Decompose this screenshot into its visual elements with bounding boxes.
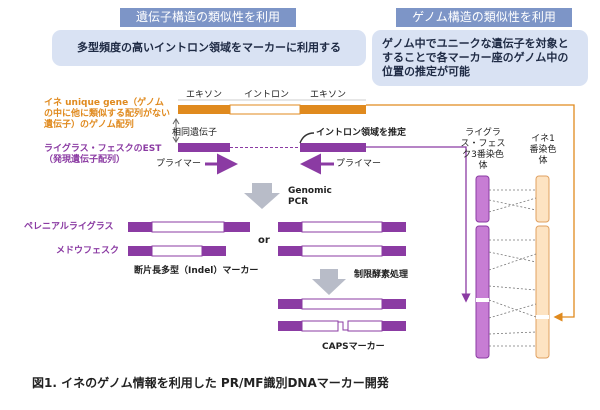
genomic-pcr-label: Genomic PCR	[288, 186, 332, 207]
rice-gene-bar	[178, 99, 366, 115]
left-info-box: 多型頻度の高いイントロン領域をマーカーに利用する	[52, 30, 366, 66]
pcr-bars	[128, 221, 406, 332]
rice-chromosome-label: イネ1番染色体	[529, 134, 557, 166]
rice-gene-label: イネ unique gene（ゲノムの中に他に類似する配列がない遺伝子）のゲノム…	[44, 98, 171, 130]
left-header: 遺伝子構造の類似性を利用	[120, 8, 296, 27]
perennial-label: ペレニアルライグラス	[24, 222, 114, 232]
primer-right-label: プライマー	[336, 159, 382, 169]
right-info-box: ゲノム中でユニークな遺伝子を対象とすることで各マーカー座のゲノム中の位置の推定が…	[372, 30, 588, 86]
rice-chromosome	[535, 175, 550, 359]
exon-left-label: エキソン	[186, 90, 223, 100]
ryegrass-est-label: ライグラス・フェスクのEST（発現遺伝子配列）	[44, 144, 162, 165]
ryegrass-chromosome	[475, 175, 490, 359]
restriction-label: 制限酵素処理	[354, 270, 409, 280]
primer-left-label: プライマー	[156, 159, 202, 169]
synteny-lines	[488, 189, 537, 347]
est-bar	[178, 143, 366, 152]
indel-label: 断片長多型（Indel）マーカー	[134, 266, 259, 276]
intron-label: イントロン	[244, 90, 290, 100]
right-info-text: ゲノム中でユニークな遺伝子を対象とすることで各マーカー座のゲノム中の位置の推定が…	[382, 37, 569, 78]
caps-label: CAPSマーカー	[322, 342, 385, 352]
or-label: or	[258, 235, 270, 246]
right-header: ゲノム構造の類似性を利用	[396, 8, 572, 27]
left-info-text: 多型頻度の高いイントロン領域をマーカーに利用する	[77, 41, 341, 54]
homolog-label: 相同遺伝子	[172, 128, 218, 138]
meadow-label: メドウフェスク	[56, 246, 120, 256]
intron-estimate-label: イントロン領域を推定	[316, 128, 407, 138]
exon-right-label: エキソン	[310, 90, 347, 100]
ryegrass-chromosome-label: ライグラス・フェスク3番染色体	[460, 128, 506, 171]
figure-caption: 図1. イネのゲノム情報を利用した PR/MF識別DNAマーカー開発	[32, 376, 389, 390]
